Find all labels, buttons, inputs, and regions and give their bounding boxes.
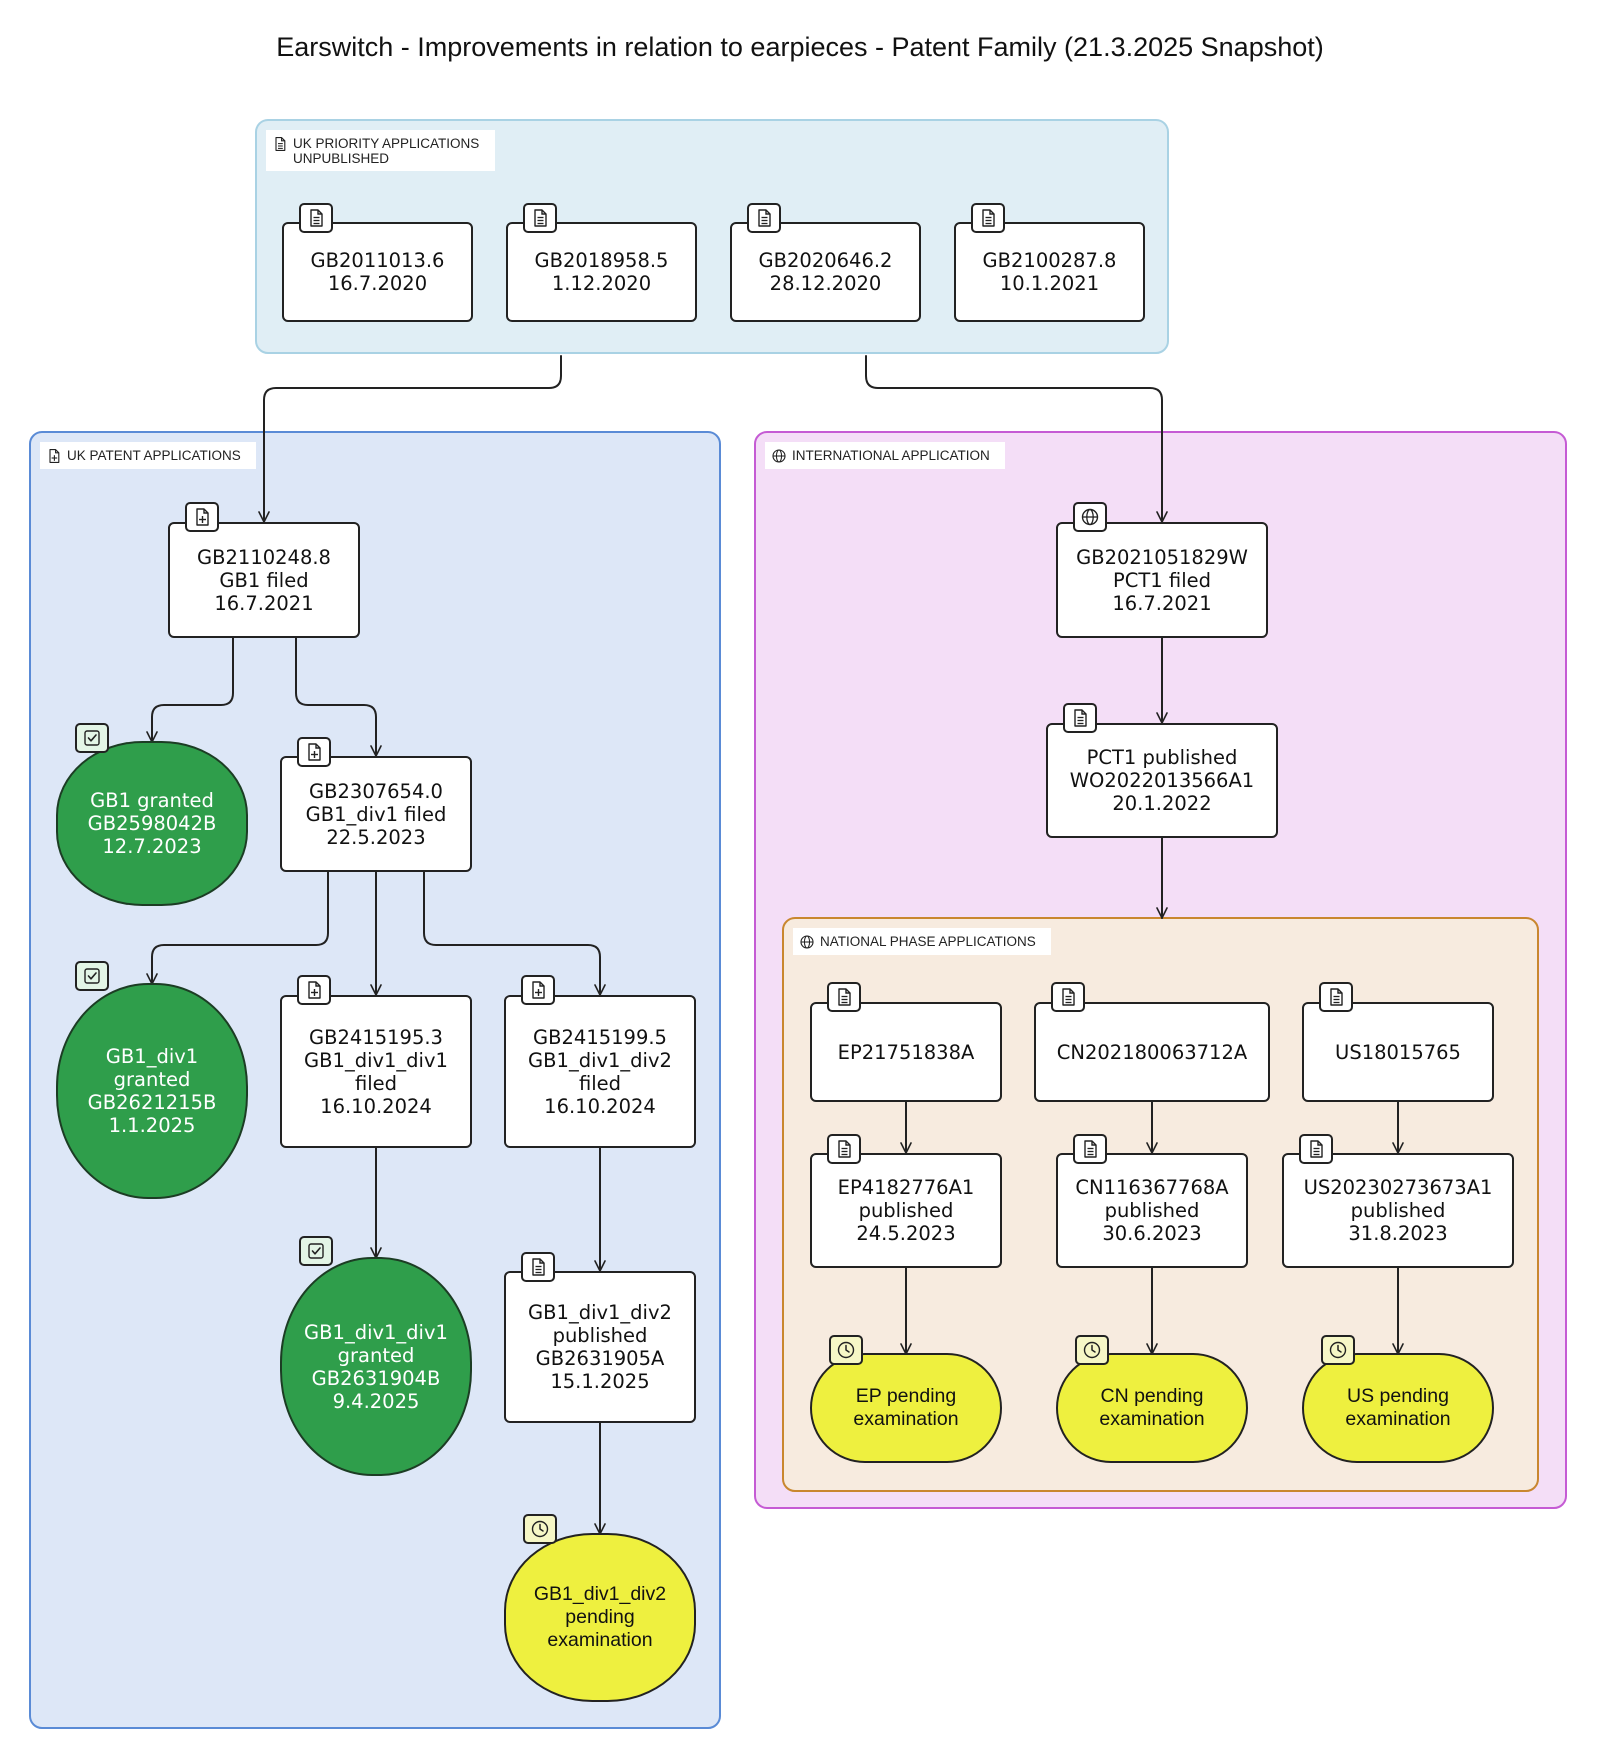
check-square-icon xyxy=(75,961,109,991)
document-plus-icon xyxy=(521,975,555,1005)
edge-priority-to-gb1 xyxy=(258,355,562,523)
group-label-national: NATIONAL PHASE APPLICATIONS xyxy=(793,928,1051,955)
edge-gb1-to-granted xyxy=(146,637,234,743)
clock-icon xyxy=(829,1335,863,1365)
document-icon xyxy=(827,1134,861,1164)
ep-published-node[interactable]: EP4182776A1 published 24.5.2023 xyxy=(810,1153,1002,1268)
group-label-priority: UK PRIORITY APPLICATIONS UNPUBLISHED xyxy=(266,130,495,171)
us-pending-node[interactable]: US pending examination xyxy=(1302,1353,1494,1463)
pct1-filed-node[interactable]: GB2021051829W PCT1 filed 16.7.2021 xyxy=(1056,522,1268,638)
document-icon xyxy=(827,982,861,1012)
edge-div1-to-granted xyxy=(146,871,329,985)
priority-application-node[interactable]: GB2018958.5 1.12.2020 xyxy=(506,222,697,322)
us-published-node[interactable]: US20230273673A1 published 31.8.2023 xyxy=(1282,1153,1514,1268)
gb1-div1-div1-filed-node[interactable]: GB2415195.3 GB1_div1_div1 filed 16.10.20… xyxy=(280,995,472,1148)
document-icon xyxy=(521,1252,555,1282)
document-icon xyxy=(299,203,333,233)
diagram-title: Earswitch - Improvements in relation to … xyxy=(276,32,1324,62)
document-plus-icon xyxy=(297,975,331,1005)
document-icon xyxy=(1051,982,1085,1012)
gb1-filed-node[interactable]: GB2110248.8 GB1 filed 16.7.2021 xyxy=(168,522,360,638)
group-label-uk: UK PATENT APPLICATIONS xyxy=(40,442,256,469)
clock-icon xyxy=(523,1514,557,1544)
gb1-div1-div2-filed-node[interactable]: GB2415199.5 GB1_div1_div2 filed 16.10.20… xyxy=(504,995,696,1148)
document-plus-icon xyxy=(297,737,331,767)
ep-pending-node[interactable]: EP pending examination xyxy=(810,1353,1002,1463)
document-plus-icon xyxy=(185,502,219,532)
document-icon xyxy=(971,203,1005,233)
priority-application-node[interactable]: GB2011013.6 16.7.2020 xyxy=(282,222,473,322)
priority-application-node[interactable]: GB2020646.2 28.12.2020 xyxy=(730,222,921,322)
check-square-icon xyxy=(75,723,109,753)
gb1-div1-div2-pending-node[interactable]: GB1_div1_div2 pending examination xyxy=(504,1533,696,1702)
globe-icon xyxy=(1073,502,1107,532)
edge-priority-to-pct1 xyxy=(865,355,1168,523)
gb1-div1-div2-published-node[interactable]: GB1_div1_div2 published GB2631905A 15.1.… xyxy=(504,1271,696,1423)
us-application-node[interactable]: US18015765 xyxy=(1302,1002,1494,1102)
clock-icon xyxy=(1075,1335,1109,1365)
edge-gb1-to-div1 xyxy=(295,637,382,757)
gb1-div1-div1-granted-node[interactable]: GB1_div1_div1 granted GB2631904B 9.4.202… xyxy=(280,1257,472,1476)
check-square-icon xyxy=(299,1236,333,1266)
document-icon xyxy=(1299,1134,1333,1164)
document-icon xyxy=(523,203,557,233)
cn-application-node[interactable]: CN202180063712A xyxy=(1034,1002,1270,1102)
cn-published-node[interactable]: CN116367768A published 30.6.2023 xyxy=(1056,1153,1248,1268)
document-icon xyxy=(1063,703,1097,733)
document-icon xyxy=(1073,1134,1107,1164)
edge-div1-to-div1-div2 xyxy=(423,871,606,996)
document-icon xyxy=(1319,982,1353,1012)
gb1-div1-granted-node[interactable]: GB1_div1 granted GB2621215B 1.1.2025 xyxy=(56,983,248,1199)
clock-icon xyxy=(1321,1335,1355,1365)
group-label-international: INTERNATIONAL APPLICATION xyxy=(765,442,1005,469)
pct1-published-node[interactable]: PCT1 published WO2022013566A1 20.1.2022 xyxy=(1046,723,1278,838)
gb1-div1-filed-node[interactable]: GB2307654.0 GB1_div1 filed 22.5.2023 xyxy=(280,756,472,872)
gb1-granted-node[interactable]: GB1 granted GB2598042B 12.7.2023 xyxy=(56,741,248,906)
priority-application-node[interactable]: GB2100287.8 10.1.2021 xyxy=(954,222,1145,322)
document-icon xyxy=(747,203,781,233)
cn-pending-node[interactable]: CN pending examination xyxy=(1056,1353,1248,1463)
ep-application-node[interactable]: EP21751838A xyxy=(810,1002,1002,1102)
